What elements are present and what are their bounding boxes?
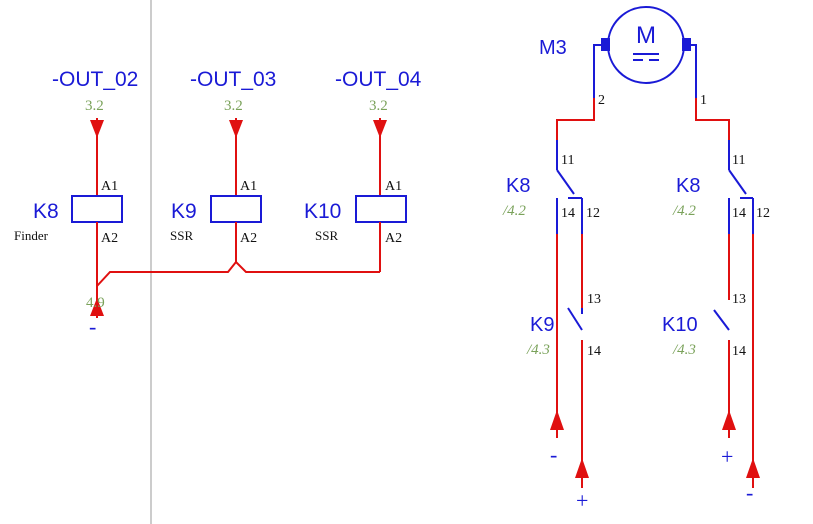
right-k8-tag: K8 (676, 175, 700, 197)
left-branch-sign-left: - (550, 442, 557, 467)
right-k10-t13: 13 (732, 292, 746, 307)
motor-tag: M3 (539, 37, 567, 59)
common-return-wire (90, 222, 381, 318)
left-branch-wires (550, 234, 589, 488)
signal-out-03: -OUT_03 (190, 68, 276, 91)
signal-out-02-ref: 3.2 (85, 98, 104, 114)
relay-k9-a2: A2 (240, 231, 257, 246)
common-sign: - (89, 314, 96, 339)
relay-k8-a1: A1 (101, 179, 118, 194)
relay-k10-type: SSR (315, 228, 338, 243)
left-branch-k8-contact (556, 140, 583, 234)
right-k8-t14: 14 (732, 206, 746, 221)
relay-k8-type: Finder (14, 228, 49, 243)
relay-k10-a2: A2 (385, 231, 402, 246)
left-k9-t13: 13 (587, 292, 601, 307)
signal-out-04-ref: 3.2 (369, 98, 388, 114)
left-branch-sign-right: + (576, 488, 588, 513)
signal-out-03-ref: 3.2 (224, 98, 243, 114)
left-k9-t14: 14 (587, 344, 601, 359)
coil-k9 (210, 195, 262, 223)
coil-k8 (71, 195, 123, 223)
relay-k8-a2: A2 (101, 231, 118, 246)
left-k8-tag: K8 (506, 175, 530, 197)
left-k8-t12: 12 (586, 206, 600, 221)
coil-k10 (355, 195, 407, 223)
right-k8-t11: 11 (732, 153, 745, 168)
left-k8-t11: 11 (561, 153, 574, 168)
motor-term-2: 2 (598, 93, 605, 108)
relay-k9-tag: K9 (171, 200, 197, 223)
right-k10-t14: 14 (732, 344, 746, 359)
right-k10-tag: K10 (662, 314, 698, 336)
right-k8-ref: /4.2 (672, 203, 696, 219)
right-k10-ref: /4.3 (672, 342, 696, 358)
motor-terminal-left (601, 38, 610, 51)
relay-k8-tag: K8 (33, 200, 59, 223)
motor-term-1: 1 (700, 93, 707, 108)
relay-k9-a1: A1 (240, 179, 257, 194)
relay-k9-type: SSR (170, 228, 193, 243)
signal-out-02: -OUT_02 (52, 68, 138, 91)
left-k8-t14: 14 (561, 206, 575, 221)
right-branch-k8-contact (728, 140, 754, 234)
input-arrows (90, 118, 387, 196)
motor-symbol: M (636, 22, 656, 49)
right-branch-wires (713, 234, 760, 488)
left-k9-tag: K9 (530, 314, 554, 336)
right-branch-sign-right: - (746, 480, 753, 505)
left-k9-ref: /4.3 (526, 342, 550, 358)
relay-k10-a1: A1 (385, 179, 402, 194)
right-branch-sign-left: + (721, 444, 733, 469)
left-k8-ref: /4.2 (502, 203, 526, 219)
right-k8-t12: 12 (756, 206, 770, 221)
common-ref: 4.9 (86, 295, 105, 311)
motor-terminal-right (682, 38, 691, 51)
dc-symbol-icon (633, 53, 659, 61)
motor-leads (556, 44, 730, 140)
signal-out-04: -OUT_04 (335, 68, 422, 91)
relay-k10-tag: K10 (304, 200, 341, 223)
